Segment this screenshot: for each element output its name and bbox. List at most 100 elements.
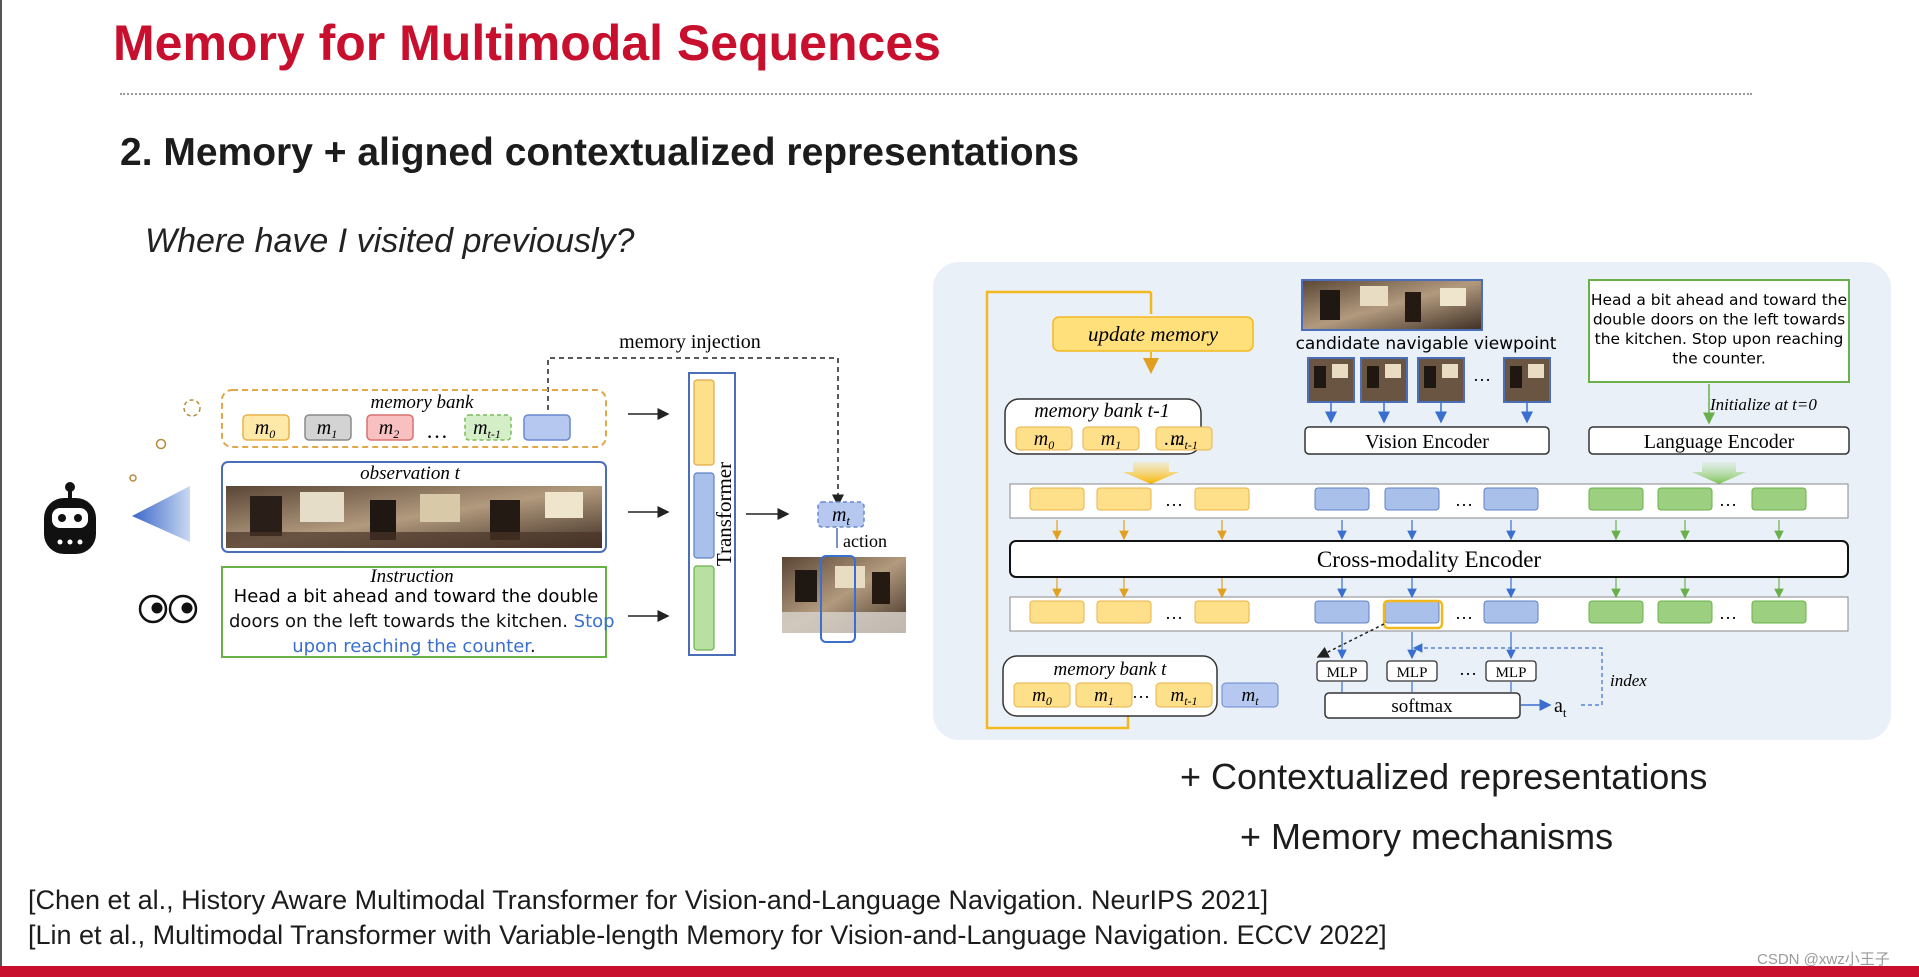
memory-token-label-sub: 1 xyxy=(1108,694,1114,708)
action-sub: t xyxy=(1563,705,1567,720)
memory-token-label: m0 xyxy=(1034,428,1054,452)
memory-token-label-base: m xyxy=(1032,685,1046,706)
memory-token xyxy=(242,414,290,441)
right-instruction-line: double doors on the left towards xyxy=(1593,311,1845,329)
memory-token-label-base: m xyxy=(1170,685,1184,706)
fade-arrow-memory xyxy=(1123,462,1179,484)
right-instruction-line: Head a bit ahead and toward the xyxy=(1591,291,1847,309)
right-instruction-line: the kitchen. Stop upon reaching xyxy=(1595,330,1844,348)
mlp-ellipsis: … xyxy=(1459,659,1477,679)
memory-token-label: m1 xyxy=(1094,685,1114,708)
robot-icon xyxy=(44,482,96,554)
bullet-memory-mechanisms: + Memory mechanisms xyxy=(1240,816,1614,857)
memory-token-label-sub: t-1 xyxy=(1185,438,1198,452)
observation-label: observation t xyxy=(360,463,460,484)
memory-token-label: mt xyxy=(1241,685,1259,708)
language-encoder-box xyxy=(1588,426,1850,455)
memory-token-label-sub: t xyxy=(1255,694,1259,708)
memory-token-label-sub: t-1 xyxy=(488,427,501,441)
action-label: action xyxy=(843,531,887,551)
thumbnail-window xyxy=(1385,364,1401,378)
memory-bank-prev-label: memory bank t-1 xyxy=(1034,400,1170,422)
instruction-line-1: Head a bit ahead and toward the double xyxy=(234,586,599,607)
memory-token-label-base: m xyxy=(1241,685,1255,706)
token-row-ellipsis: … xyxy=(1719,490,1737,510)
language-token xyxy=(1588,600,1644,624)
eyes-icon xyxy=(138,594,198,624)
memory-ellipsis: … xyxy=(426,418,448,443)
thumbnail-door xyxy=(1367,366,1379,388)
memory-token xyxy=(1029,487,1085,511)
vision-token xyxy=(1314,487,1370,511)
memory-token-label: m1 xyxy=(317,417,337,441)
memory-token xyxy=(1194,600,1250,624)
selected-vision-token xyxy=(1382,599,1444,630)
transformer-memory-segment xyxy=(693,379,715,466)
vision-encoder-box xyxy=(1304,426,1550,455)
memory-bank-label: memory bank xyxy=(371,392,474,413)
action-viewpoint-image xyxy=(782,555,906,643)
mlp-box xyxy=(1316,660,1368,682)
language-token xyxy=(1751,487,1807,511)
memory-token-label-base: m xyxy=(1101,428,1115,450)
mlp-label: MLP xyxy=(1397,665,1428,681)
observation-box xyxy=(221,461,607,553)
instruction-end: . xyxy=(530,636,536,657)
memory-token xyxy=(1075,682,1133,708)
thought-bubble-icon xyxy=(129,399,201,482)
thumbnail-door xyxy=(1510,366,1522,388)
vision-token xyxy=(1483,600,1539,624)
token-row-ellipsis: … xyxy=(1455,490,1473,510)
watermark: CSDN @xwz小王子 xyxy=(1757,951,1890,968)
memory-token xyxy=(1194,487,1250,511)
token-row-ellipsis: … xyxy=(1165,603,1183,623)
memory-bank-next-label: memory bank t xyxy=(1054,659,1168,680)
softmax-box xyxy=(1324,692,1521,719)
token-row-ellipsis: … xyxy=(1719,603,1737,623)
fade-arrow-language xyxy=(1692,462,1746,484)
memory-token-label: mt-1 xyxy=(1170,685,1197,708)
memory-token-label-sub: 1 xyxy=(331,427,337,441)
thumbnail-window xyxy=(1442,364,1458,378)
memory-token-label-sub: 0 xyxy=(1046,694,1052,708)
slide-subtitle: 2. Memory + aligned contextualized repre… xyxy=(120,131,1080,174)
instruction-line-2: doors on the left towards the kitchen. xyxy=(229,611,568,632)
memory-injection-label: memory injection xyxy=(619,331,761,353)
instruction-line-2-row: doors on the left towards the kitchen. S… xyxy=(229,611,615,632)
language-token xyxy=(1588,487,1644,511)
action-base: a xyxy=(1554,695,1563,717)
memory-bank-next-ellipsis: … xyxy=(1132,682,1150,702)
memory-token-label-sub: 0 xyxy=(269,427,275,441)
memory-injection-arrow xyxy=(547,357,844,507)
memory-token-label-base: m xyxy=(1094,685,1108,706)
slide-question: Where have I visited previously? xyxy=(145,222,635,260)
mlp-label: MLP xyxy=(1496,665,1527,681)
memory-token-label-sub: 2 xyxy=(393,427,399,441)
bullet-contextualized: + Contextualized representations xyxy=(1180,756,1708,797)
title-divider xyxy=(120,93,1752,95)
candidate-ellipsis: … xyxy=(1473,365,1491,385)
transformer-label: Transformer xyxy=(712,462,736,566)
memory-token xyxy=(464,414,512,441)
mt-token-label: mt xyxy=(832,504,850,528)
right-instruction-line: the counter. xyxy=(1672,350,1766,368)
candidate-arrows xyxy=(1325,403,1533,424)
memory-token-label-base: m xyxy=(317,417,331,439)
language-token xyxy=(1657,487,1713,511)
cross-modality-encoder-label: Cross-modality Encoder xyxy=(1317,547,1542,572)
memory-token xyxy=(1096,487,1152,511)
memory-token xyxy=(1155,426,1213,451)
right-instruction-box xyxy=(1588,279,1850,383)
memory-token xyxy=(1029,600,1085,624)
memory-token-label-sub: 1 xyxy=(1115,438,1121,452)
vision-token xyxy=(1314,600,1370,624)
token-row-ellipsis: … xyxy=(1165,490,1183,510)
instruction-highlight-2: upon reaching the counter xyxy=(292,636,532,657)
transformer-vision-segment xyxy=(693,472,715,559)
candidate-panorama-image xyxy=(1301,279,1483,331)
